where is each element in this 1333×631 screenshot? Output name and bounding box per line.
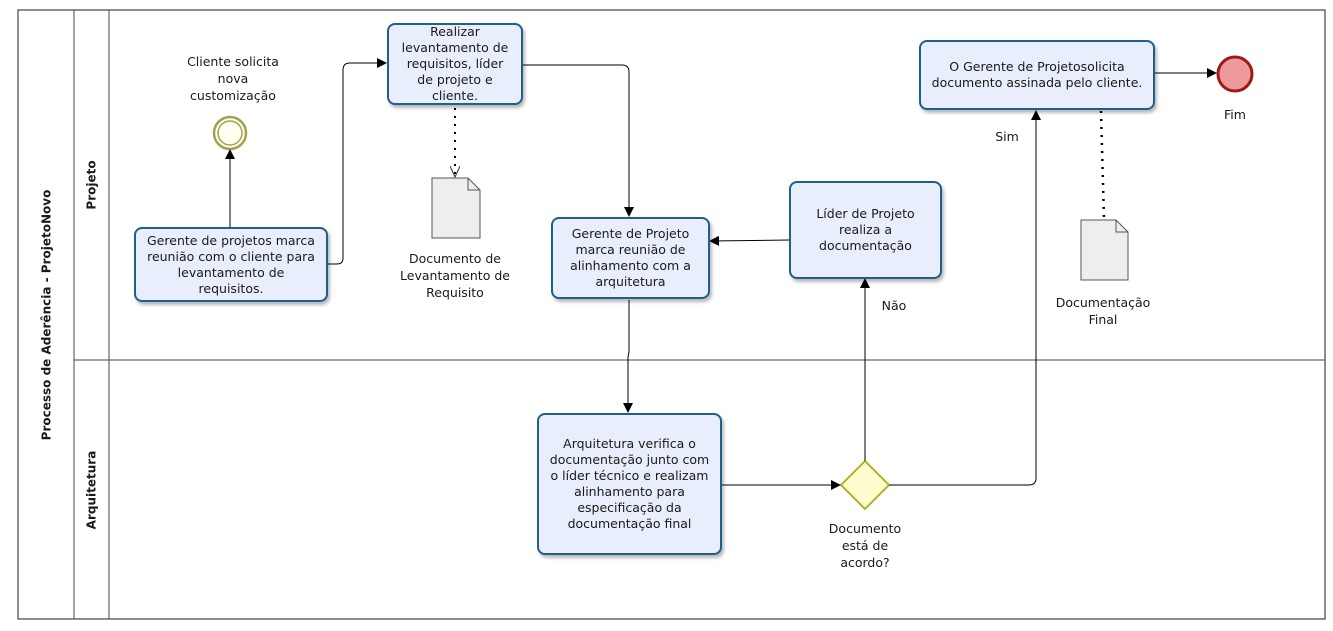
end-event[interactable] <box>1216 55 1254 93</box>
pool-title-text: Processo de Aderência - ProjetoNovo <box>39 189 54 440</box>
flow-label-sim: Sim <box>995 129 1019 144</box>
pool-title: Processo de Aderência - ProjetoNovo <box>18 10 74 619</box>
task-label: Arquitetura verifica o documentação junt… <box>549 436 710 531</box>
flow-label-nao: Não <box>881 298 907 313</box>
task-label: Gerente de projetos marca reunião com o … <box>147 232 315 296</box>
task-reuniao-alinhamento[interactable]: Gerente de Projeto marca reunião de alin… <box>551 217 710 299</box>
lane-label-arquitetura: Arquitetura <box>84 450 99 529</box>
lane-title-projeto: Projeto <box>74 10 109 360</box>
gateway-diamond[interactable] <box>839 459 891 511</box>
flow-t1-to-t2 <box>328 58 387 265</box>
task-realizar-levantamento[interactable]: Realizar levantamento de requisitos, líd… <box>387 23 523 105</box>
task-label: Realizar levantamento de requisitos, líd… <box>401 24 509 103</box>
lane-title-arquitetura: Arquitetura <box>74 360 109 619</box>
end-event-label: Fim <box>1224 107 1246 122</box>
task-label: Gerente de Projeto marca reunião de alin… <box>570 226 691 289</box>
document-levantamento-label: Documento de Levantamento de Requisito <box>400 251 510 300</box>
gateway-label: Documento está de acordo? <box>828 521 902 570</box>
task-label: Líder de Projeto realiza a documentação <box>816 206 915 253</box>
start-event[interactable] <box>212 115 248 151</box>
task-solicita-assinatura[interactable]: O Gerente de Projetosolicita documento a… <box>919 40 1155 110</box>
task-label: O Gerente de Projetosolicita documento a… <box>931 59 1143 90</box>
task-arquitetura-verifica[interactable]: Arquitetura verifica o documentação junt… <box>537 413 722 555</box>
flow-t2-to-t3 <box>523 64 634 217</box>
document-final-icon[interactable] <box>1080 219 1129 281</box>
flow-t4-to-t3 <box>709 235 790 246</box>
flow-gateway-yes <box>889 110 1041 486</box>
document-final-label: Documentação Final <box>1055 295 1151 327</box>
task-lider-documentacao[interactable]: Líder de Projeto realiza a documentação <box>789 181 942 279</box>
lane-label-projeto: Projeto <box>84 160 99 210</box>
document-levantamento-icon[interactable] <box>431 177 481 239</box>
task-gerente-marca-reuniao[interactable]: Gerente de projetos marca reunião com o … <box>134 227 328 302</box>
flow-t3-to-t6 <box>623 300 633 413</box>
start-event-label: Cliente solicita nova customização <box>187 54 279 103</box>
